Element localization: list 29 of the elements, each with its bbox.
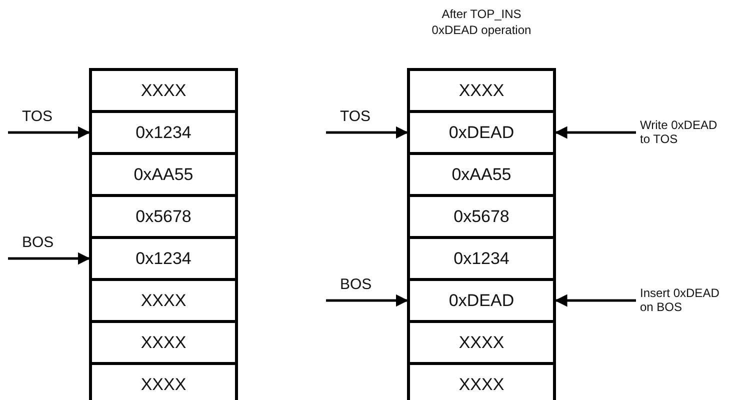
arrow [8, 126, 90, 139]
arrow [326, 126, 408, 139]
stack-cell: 0xDEAD [407, 110, 556, 155]
stack-cell: XXXX [89, 278, 238, 323]
stack-cell: 0x1234 [407, 236, 556, 281]
stack-cell: XXXX [407, 320, 556, 365]
stack-cell: 0x1234 [89, 236, 238, 281]
stack-cell: XXXX [89, 320, 238, 365]
stack-cell: 0x5678 [89, 194, 238, 239]
stack-cell: 0xDEAD [407, 278, 556, 323]
arrow [326, 294, 408, 307]
annotation-text: Write 0xDEAD to TOS [640, 118, 728, 146]
arrow [8, 252, 90, 265]
stack-cell: XXXX [407, 362, 556, 400]
pointer-label: BOS [8, 234, 54, 250]
stack-cell: XXXX [89, 68, 238, 113]
pointer-label: BOS [326, 276, 372, 292]
stack-cell: 0x5678 [407, 194, 556, 239]
arrow [554, 294, 636, 307]
pointer-label: TOS [8, 108, 53, 124]
stack-cell: XXXX [407, 68, 556, 113]
stack-cell: XXXX [89, 362, 238, 400]
pointer-label: TOS [326, 108, 371, 124]
annotation-text: Insert 0xDEAD on BOS [640, 286, 728, 314]
stack-cell: 0x1234 [89, 110, 238, 155]
arrow [554, 126, 636, 139]
heading-note: After TOP_INS 0xDEAD operation [430, 6, 532, 38]
stack-cell: 0xAA55 [89, 152, 238, 197]
stack-cell: 0xAA55 [407, 152, 556, 197]
